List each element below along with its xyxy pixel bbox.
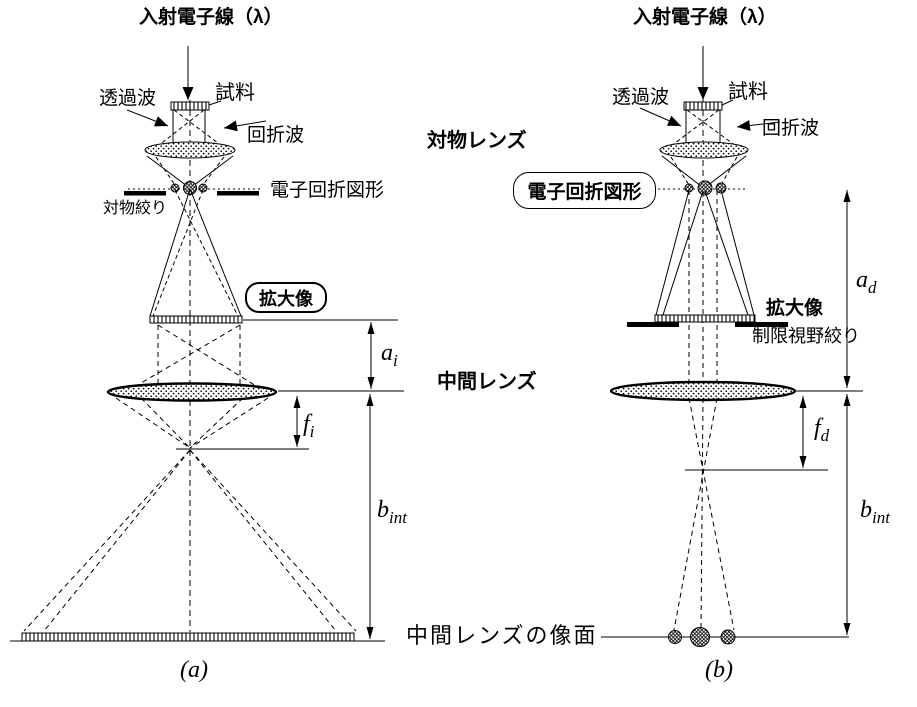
right-specimen-label: 試料 bbox=[728, 81, 768, 103]
left-specimen-label: 試料 bbox=[215, 82, 255, 104]
left-magnified-image-label: 拡大像 bbox=[259, 288, 313, 309]
right-specimen bbox=[670, 99, 737, 147]
caption-b: (b) bbox=[705, 657, 733, 683]
left-diffracted-wave-arrow bbox=[223, 120, 267, 132]
left-dimension-arrows bbox=[293, 322, 375, 639]
left-rays-lower bbox=[149, 188, 242, 317]
dim-label-fi: fi bbox=[303, 411, 315, 441]
right-selected-area-aperture bbox=[627, 322, 788, 327]
right-beams-below-intermediate bbox=[673, 397, 735, 631]
left-image-plane bbox=[149, 315, 243, 324]
right-rays-upper bbox=[661, 155, 747, 187]
objective-lens-label: 対物レンズ bbox=[427, 130, 527, 152]
left-rays-to-intermediate bbox=[135, 324, 257, 387]
right-intermediate-lens bbox=[609, 380, 797, 402]
left-diffraction-plane bbox=[128, 181, 263, 195]
right-diffraction-plane bbox=[653, 180, 747, 196]
left-specimen bbox=[157, 100, 223, 147]
left-objective-lens bbox=[144, 141, 236, 159]
caption-a: (a) bbox=[180, 657, 208, 683]
right-diagram bbox=[601, 46, 863, 647]
dim-label-fd: fd bbox=[814, 415, 830, 445]
right-rays-lower bbox=[655, 189, 755, 316]
left-objective-aperture bbox=[124, 191, 259, 196]
left-rays-below-intermediate bbox=[23, 397, 357, 632]
left-incident-beam-label: 入射電子線（λ） bbox=[139, 7, 283, 28]
right-magnified-image-label: 拡大像 bbox=[766, 298, 824, 319]
dim-label-bint-right: bint bbox=[860, 497, 890, 527]
right-diffraction-pattern-label: 電子回折図形 bbox=[527, 182, 642, 203]
right-incident-beam-label: 入射電子線（λ） bbox=[633, 7, 777, 28]
right-beams-vertical bbox=[688, 190, 718, 383]
left-transmitted-wave-label: 透過波 bbox=[99, 88, 157, 109]
left-diffraction-pattern-label: 電子回折図形 bbox=[270, 180, 385, 201]
left-intermediate-lens bbox=[106, 382, 278, 402]
right-diffracted-wave-arrow bbox=[736, 120, 781, 131]
intermediate-image-plane-label: 中間レンズの像面 bbox=[406, 623, 598, 648]
right-transmitted-wave-label: 透過波 bbox=[612, 87, 670, 108]
dim-label-bint-left: bint bbox=[377, 497, 407, 527]
intermediate-lens-label: 中間レンズ bbox=[437, 371, 537, 393]
right-diffraction-pattern-box: 電子回折図形 bbox=[513, 172, 656, 209]
left-diagram bbox=[10, 46, 404, 642]
left-bottom-image-plane bbox=[10, 632, 385, 642]
left-diffracted-wave-label: 回折波 bbox=[247, 125, 305, 146]
right-dimension-arrows bbox=[799, 190, 851, 635]
right-diffracted-wave-label: 回折波 bbox=[762, 118, 820, 139]
right-bottom-image-plane bbox=[601, 627, 849, 647]
right-transmitted-wave-arrow bbox=[639, 107, 682, 127]
left-magnified-image-box: 拡大像 bbox=[245, 282, 327, 313]
left-transmitted-wave-arrow bbox=[126, 109, 169, 127]
right-image-plane bbox=[654, 314, 756, 323]
right-selected-area-aperture-label: 制限視野絞り bbox=[752, 326, 860, 346]
dim-label-ad: ad bbox=[856, 267, 877, 297]
left-rays-upper bbox=[146, 155, 234, 187]
left-objective-aperture-label: 対物絞り bbox=[103, 200, 168, 217]
right-objective-lens bbox=[659, 141, 749, 159]
dim-label-ai: ai bbox=[381, 340, 398, 370]
